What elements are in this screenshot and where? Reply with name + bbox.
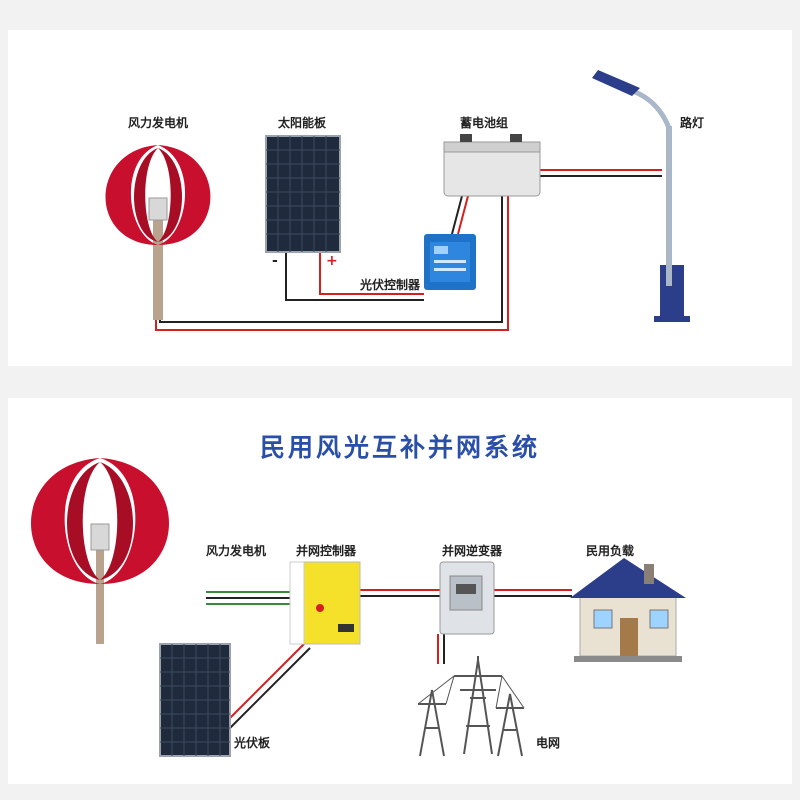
- wind-turbine-top: [105, 145, 211, 320]
- label-street-light: 路灯: [680, 116, 705, 130]
- terminal-negative: -: [272, 253, 278, 269]
- solar-panel-top: [265, 135, 341, 253]
- label-household-load: 民用负载: [586, 544, 635, 558]
- battery-top: [443, 134, 541, 197]
- offgrid-diagram-canvas: [105, 70, 690, 331]
- top-wiring: [155, 169, 662, 331]
- ongrid-diagram-canvas: [31, 458, 686, 757]
- label-pv-controller: 光伏控制器: [360, 278, 421, 292]
- pv-panel-bottom: [159, 643, 231, 757]
- label-pv-panel: 光伏板: [234, 736, 271, 750]
- label-grid-controller: 并网控制器: [296, 544, 357, 558]
- label-wind-turbine: 风力发电机: [128, 116, 189, 130]
- house: [570, 558, 686, 662]
- grid-inverter: [439, 561, 495, 635]
- ongrid-hybrid-diagram: 民用风光互补并网系统: [8, 398, 792, 784]
- street-light-top: [592, 70, 690, 322]
- bottom-wiring: [206, 589, 572, 729]
- wind-turbine-bottom: [31, 458, 169, 644]
- label-battery: 蓄电池组: [460, 116, 509, 130]
- label-grid-inverter: 并网逆变器: [442, 544, 503, 558]
- diagram-title: 民用风光互补并网系统: [259, 433, 540, 462]
- label-solar-panel: 太阳能板: [278, 116, 327, 130]
- power-grid-towers: [417, 656, 525, 757]
- label-power-grid: 电网: [536, 736, 561, 750]
- label-wind-turbine-bottom: 风力发电机: [206, 544, 267, 558]
- terminal-positive: +: [326, 253, 338, 269]
- grid-controller: [289, 561, 361, 645]
- offgrid-street-light-diagram: 风力发电机 太阳能板 蓄电池组 路灯 光伏控制器 - +: [8, 30, 792, 366]
- pv-controller-top: [424, 234, 476, 290]
